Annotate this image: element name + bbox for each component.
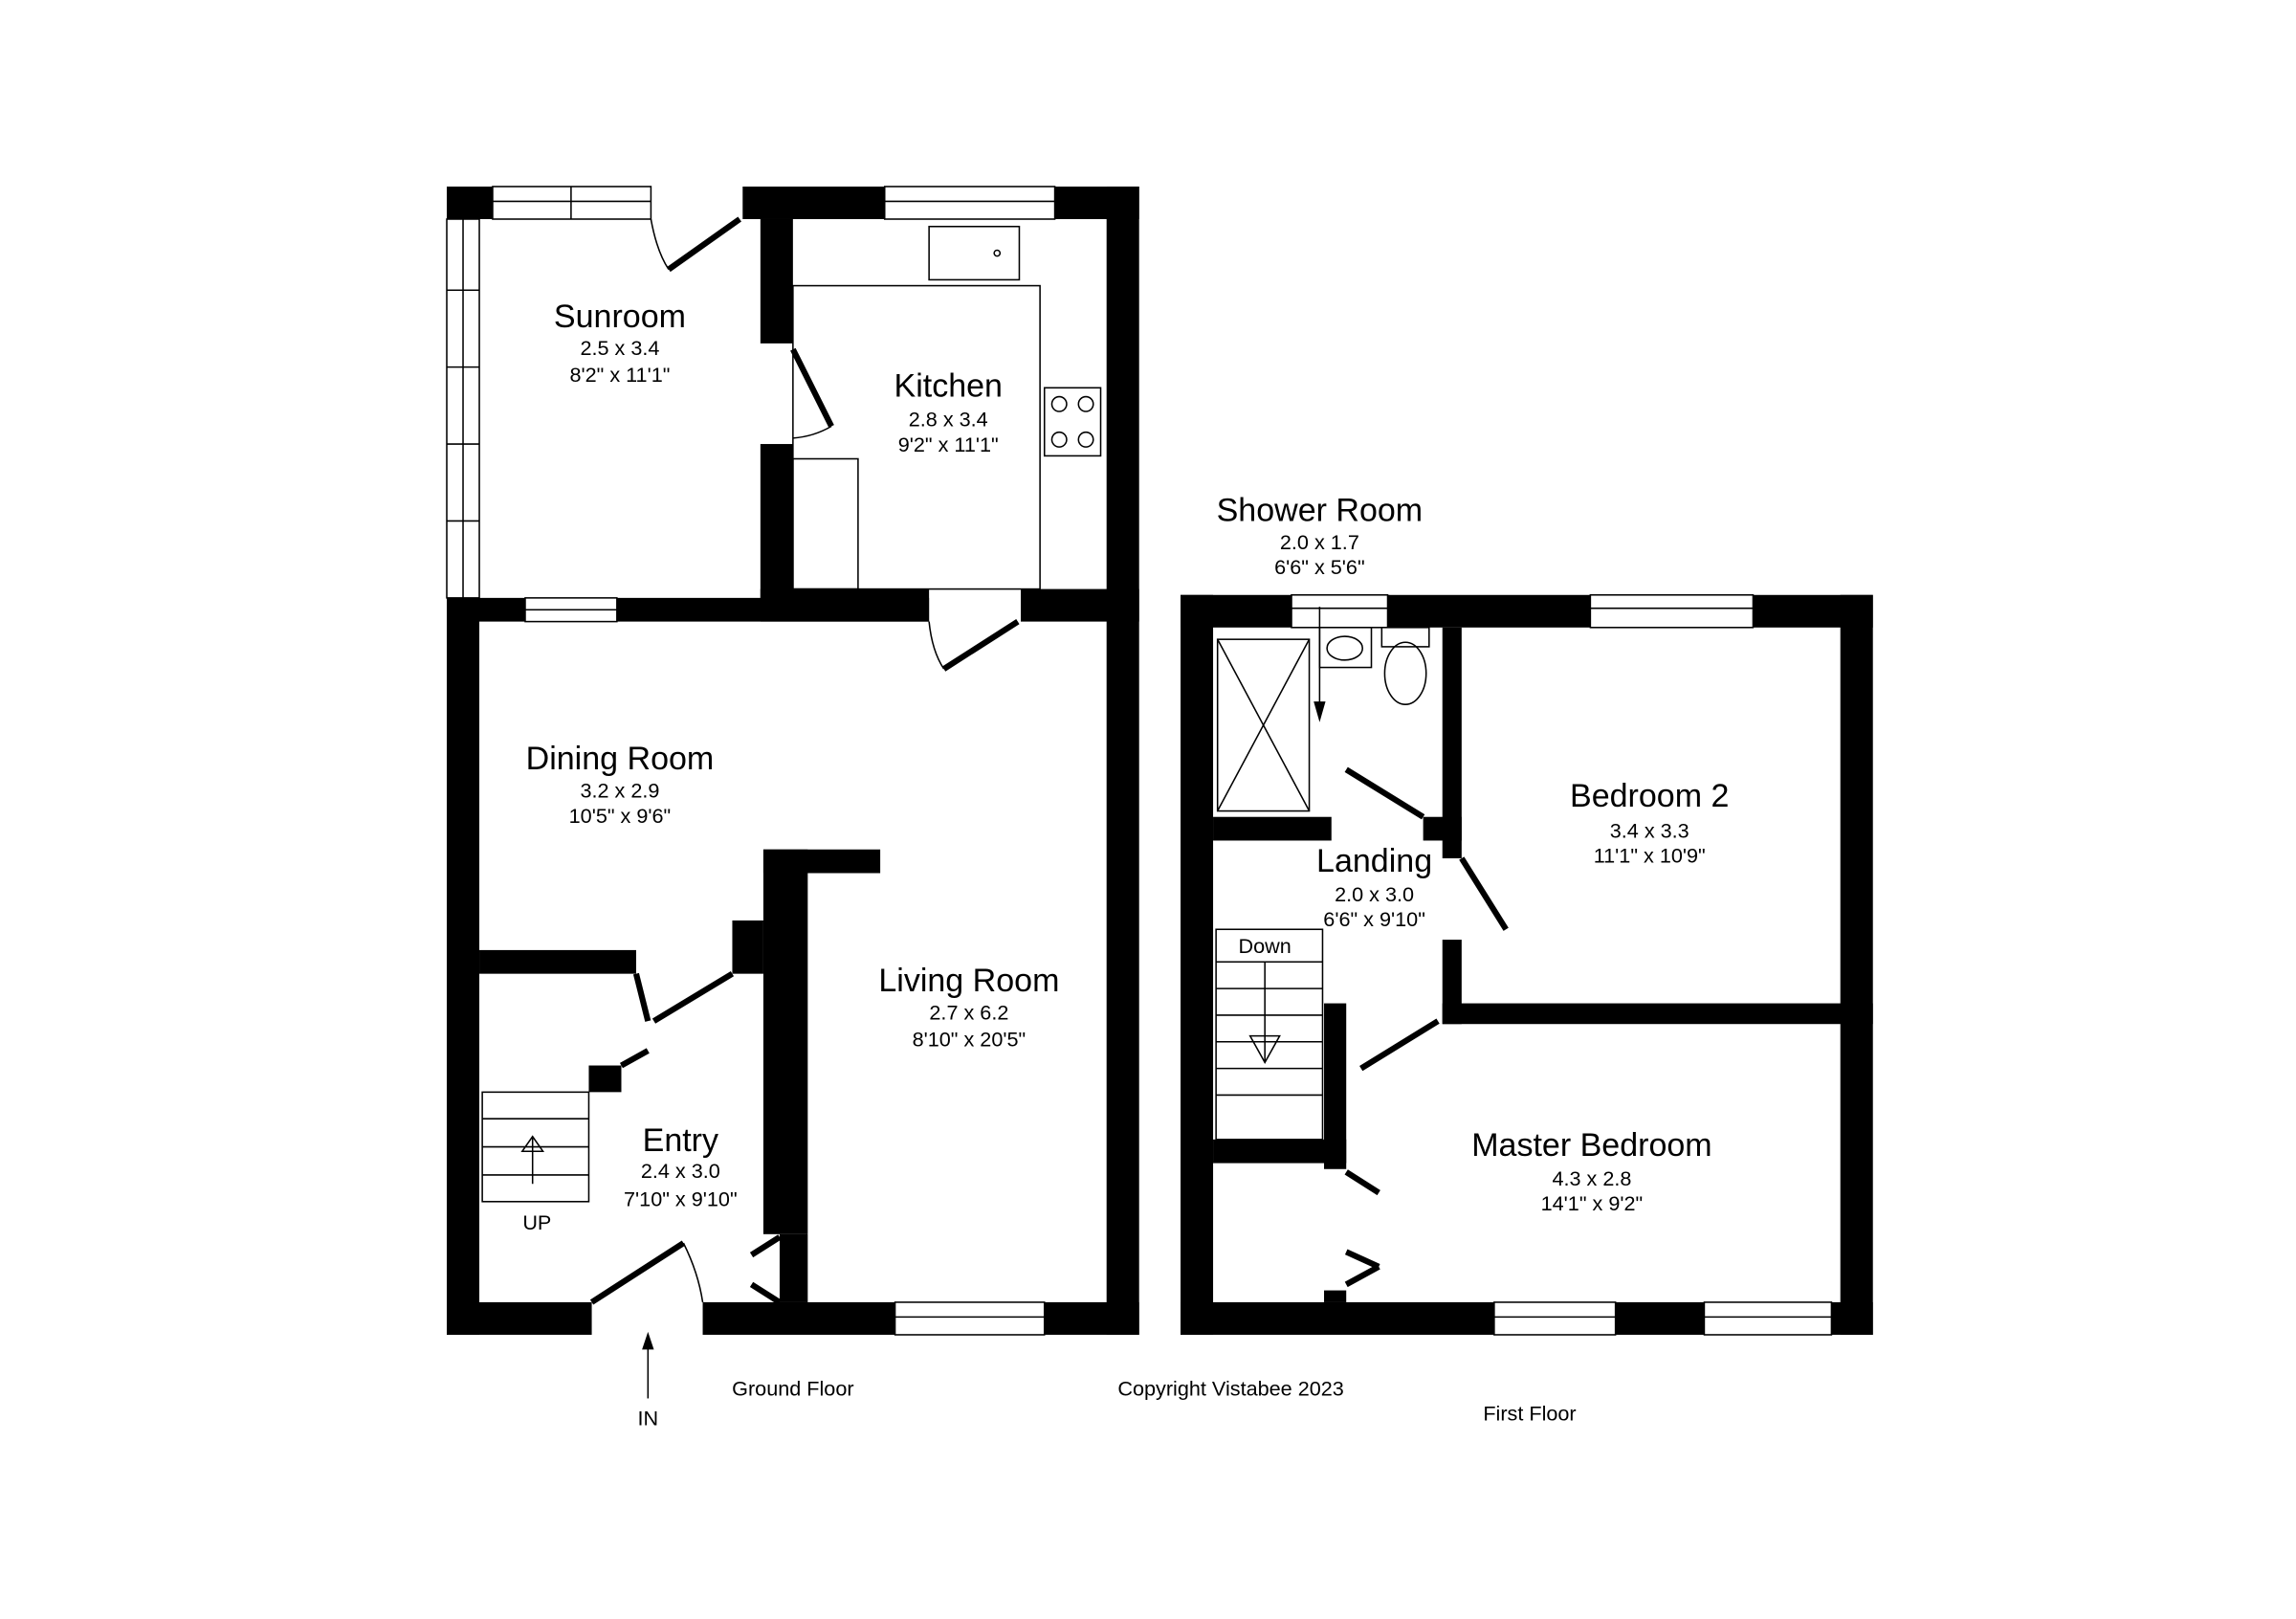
- room-metric: 2.8 x 3.4: [909, 407, 988, 431]
- living-window: [894, 1301, 1046, 1336]
- room-metric: 2.5 x 3.4: [580, 336, 659, 360]
- kitchen-window: [883, 186, 1056, 220]
- entrance-label: IN: [638, 1406, 659, 1430]
- stairs-up: [481, 1091, 590, 1203]
- room-shower-room: Shower Room 2.0 x 1.7 6'6" x 5'6": [1217, 492, 1424, 579]
- copyright-label: Copyright Vistabee 2023: [1117, 1376, 1343, 1400]
- room-name: Entry: [643, 1122, 718, 1159]
- first-floor-walls: [1181, 594, 1873, 1336]
- room-metric: 2.7 x 6.2: [929, 1001, 1008, 1025]
- stairs-down-label: Down: [1239, 934, 1292, 958]
- room-imperial: 11'1" x 10'9": [1594, 844, 1706, 868]
- room-imperial: 7'10" x 9'10": [624, 1187, 738, 1210]
- room-imperial: 10'5" x 9'6": [569, 804, 672, 828]
- room-name: Bedroom 2: [1570, 778, 1729, 814]
- room-entry: Entry 2.4 x 3.0 7'10" x 9'10": [624, 1122, 738, 1210]
- room-name: Dining Room: [526, 741, 715, 777]
- room-imperial: 14'1" x 9'2": [1541, 1191, 1644, 1215]
- stairs-down: [1215, 928, 1324, 1141]
- room-name: Shower Room: [1217, 492, 1424, 528]
- sink-icon: [928, 225, 1021, 281]
- room-sunroom: Sunroom 2.5 x 3.4 8'2" x 11'1": [554, 299, 686, 387]
- room-imperial: 8'10" x 20'5": [913, 1027, 1027, 1051]
- shower-tray-icon: [1216, 638, 1311, 812]
- room-dining-room: Dining Room 3.2 x 2.9 10'5" x 9'6": [526, 741, 715, 828]
- room-imperial: 6'6" x 5'6": [1274, 555, 1365, 579]
- room-name: Kitchen: [894, 368, 1003, 405]
- kitchen-worktop: [792, 284, 1041, 590]
- arrow-down-icon: [1248, 1034, 1281, 1065]
- room-imperial: 6'6" x 9'10": [1323, 907, 1425, 931]
- arrow-up-icon: [520, 1135, 545, 1152]
- room-metric: 4.3 x 2.8: [1552, 1166, 1631, 1190]
- first-floor-label: First Floor: [1483, 1402, 1576, 1426]
- room-name: Sunroom: [554, 299, 686, 335]
- room-living-room: Living Room 2.7 x 6.2 8'10" x 20'5": [878, 963, 1059, 1051]
- room-landing: Landing 2.0 x 3.0 6'6" x 9'10": [1316, 843, 1432, 931]
- shower-window: [1291, 594, 1389, 629]
- room-imperial: 8'2" x 11'1": [569, 363, 670, 387]
- bedroom2-window: [1589, 594, 1755, 629]
- room-metric: 2.4 x 3.0: [641, 1159, 720, 1183]
- toilet-icon: [1380, 627, 1430, 648]
- room-name: Living Room: [878, 963, 1059, 999]
- room-name: Master Bedroom: [1471, 1127, 1711, 1164]
- room-bedroom-2: Bedroom 2 3.4 x 3.3 11'1" x 10'9": [1570, 778, 1729, 868]
- room-kitchen: Kitchen 2.8 x 3.4 9'2" x 11'1": [894, 368, 1003, 456]
- room-name: Landing: [1316, 843, 1432, 879]
- ground-floor-label: Ground Floor: [732, 1376, 853, 1400]
- room-metric: 3.4 x 3.3: [1610, 818, 1689, 842]
- ground-floor-walls: [446, 186, 1139, 1399]
- room-metric: 2.0 x 3.0: [1335, 882, 1414, 906]
- room-imperial: 9'2" x 11'1": [898, 432, 999, 456]
- room-metric: 2.0 x 1.7: [1280, 530, 1359, 554]
- hob-icon: [1043, 387, 1102, 457]
- stairs-up-label: UP: [522, 1210, 551, 1234]
- room-metric: 3.2 x 2.9: [580, 779, 659, 803]
- room-master-bedroom: Master Bedroom 4.3 x 2.8 14'1" x 9'2": [1471, 1127, 1711, 1215]
